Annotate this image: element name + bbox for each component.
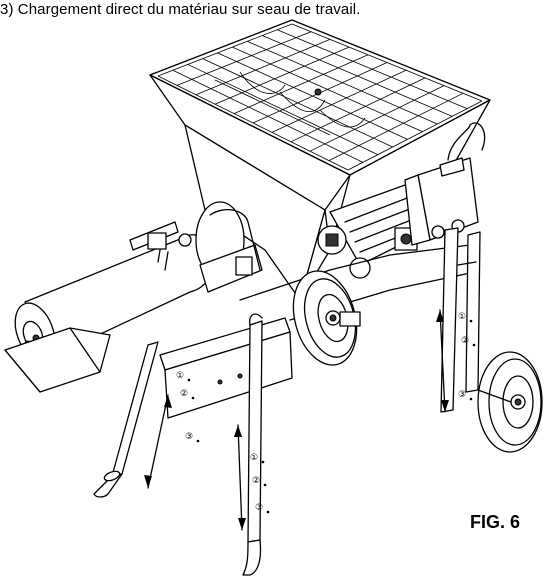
position-hole-left-1: [187, 378, 191, 382]
position-marker-right-1: ①: [458, 312, 466, 322]
position-hole-right-2: [472, 343, 476, 347]
position-marker-right-2: ②: [461, 336, 469, 346]
position-hole-center-3: [266, 510, 270, 514]
position-hole-center-2: [263, 483, 267, 487]
height-adjust-arrow-left: [144, 394, 172, 489]
leg-rear-right: [440, 227, 481, 413]
height-position-markers: ① ② ③ ① ② ③ ① ② ③: [176, 312, 476, 514]
height-adjust-arrow-right: [436, 309, 449, 413]
position-hole-right-1: [469, 319, 473, 323]
electrical-control-box: [404, 122, 486, 246]
position-hole-right-3: [469, 397, 473, 401]
position-marker-right-3: ③: [458, 390, 466, 400]
wheel-rear: [477, 351, 543, 453]
position-marker-center-2: ②: [252, 476, 260, 486]
height-adjust-arrow-center: [234, 424, 246, 531]
leg-front-left: [93, 341, 159, 498]
leg-front-center: [242, 313, 263, 576]
position-hole-center-1: [261, 460, 265, 464]
hopper-grid: [157, 23, 483, 171]
position-marker-center-3: ③: [255, 503, 263, 513]
position-hole-left-2: [191, 396, 195, 400]
position-hole-left-3: [196, 439, 200, 443]
tube-clamps: [129, 209, 263, 293]
wheel-front: [292, 270, 361, 366]
position-marker-center-1: ①: [250, 453, 258, 463]
position-marker-left-2: ②: [180, 389, 188, 399]
figure-caption: 3) Chargement direct du matériau sur sea…: [0, 1, 361, 18]
mixing-shaft: [214, 71, 366, 136]
position-marker-left-1: ①: [176, 371, 184, 381]
figure-label: FIG. 6: [470, 512, 521, 532]
position-marker-left-3: ③: [185, 432, 193, 442]
